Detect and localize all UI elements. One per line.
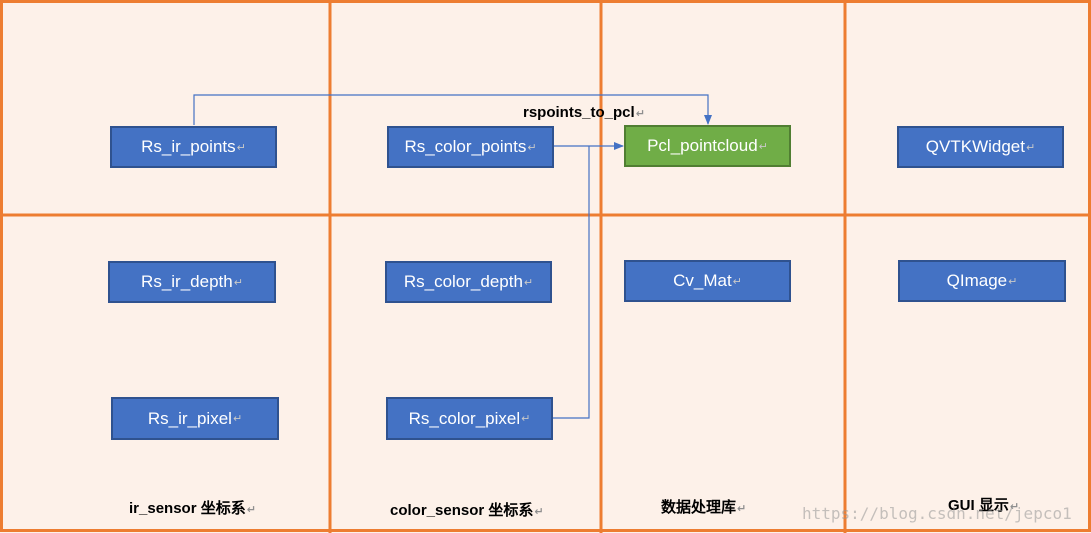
- node-qvtkwidget[interactable]: QVTKWidget↵: [897, 126, 1064, 168]
- paragraph-mark: ↵: [527, 141, 537, 154]
- paragraph-mark: ↵: [758, 140, 768, 153]
- paragraph-mark: ↵: [1025, 141, 1036, 154]
- column-label-processing: 数据处理库↵: [661, 496, 746, 517]
- node-label: Rs_ir_depth: [141, 272, 233, 291]
- node-rs-ir-pixel[interactable]: Rs_ir_pixel↵: [111, 397, 279, 440]
- connector-color-pixel-to-pointcloud: [553, 146, 590, 419]
- column-label-text: color_sensor 坐标系: [390, 502, 534, 519]
- node-label: QVTKWidget: [925, 137, 1025, 156]
- column-label-text: ir_sensor 坐标系: [129, 500, 246, 517]
- node-label: Rs_ir_pixel: [147, 408, 232, 428]
- node-rs-ir-depth[interactable]: Rs_ir_depth↵: [108, 261, 276, 303]
- node-rs-color-pixel[interactable]: Rs_color_pixel↵: [386, 397, 553, 440]
- paragraph-mark: ↵: [534, 506, 544, 518]
- node-pcl-pointcloud[interactable]: Pcl_pointcloud↵: [624, 125, 791, 167]
- paragraph-mark: ↵: [732, 275, 742, 288]
- connector-ir-points-to-pointcloud: [193, 94, 712, 125]
- paragraph-mark: ↵: [233, 276, 243, 289]
- column-label-text: GUI 显示: [948, 497, 1009, 514]
- node-label: Rs_color_points: [404, 137, 527, 156]
- edge-label-rspoints-to-pcl: rspoints_to_pcl↵: [523, 104, 645, 121]
- paragraph-mark: ↵: [1008, 275, 1018, 288]
- paragraph-mark: ↵: [635, 108, 645, 120]
- node-rs-color-depth[interactable]: Rs_color_depth↵: [385, 261, 552, 303]
- paragraph-mark: ↵: [232, 413, 243, 425]
- node-label: Pcl_pointcloud: [647, 136, 758, 155]
- node-label: QImage: [946, 271, 1008, 290]
- column-label-color-sensor: color_sensor 坐标系↵: [390, 499, 544, 520]
- node-qimage[interactable]: QImage↵: [898, 260, 1066, 302]
- node-cv-mat[interactable]: Cv_Mat↵: [624, 260, 791, 302]
- edge-label-text: rspoints_to_pcl: [523, 104, 635, 121]
- node-label: Rs_ir_points: [141, 137, 236, 156]
- node-label: Cv_Mat: [673, 271, 732, 290]
- paragraph-mark: ↵: [246, 504, 256, 516]
- node-label: Rs_color_pixel: [408, 408, 521, 428]
- watermark: https://blog.csdn.net/jepco1: [802, 504, 1072, 523]
- column-label-ir-sensor: ir_sensor 坐标系↵: [129, 497, 256, 518]
- paragraph-mark: ↵: [1009, 501, 1020, 513]
- paragraph-mark: ↵: [737, 503, 747, 515]
- column-label-text: 数据处理库: [661, 499, 737, 516]
- paragraph-mark: ↵: [521, 413, 531, 425]
- paragraph-mark: ↵: [523, 276, 534, 289]
- column-label-gui: GUI 显示↵: [948, 494, 1019, 515]
- node-rs-color-points[interactable]: Rs_color_points↵: [387, 126, 554, 168]
- paragraph-mark: ↵: [236, 141, 246, 154]
- node-label: Rs_color_depth: [403, 272, 523, 291]
- node-rs-ir-points[interactable]: Rs_ir_points↵: [110, 126, 277, 168]
